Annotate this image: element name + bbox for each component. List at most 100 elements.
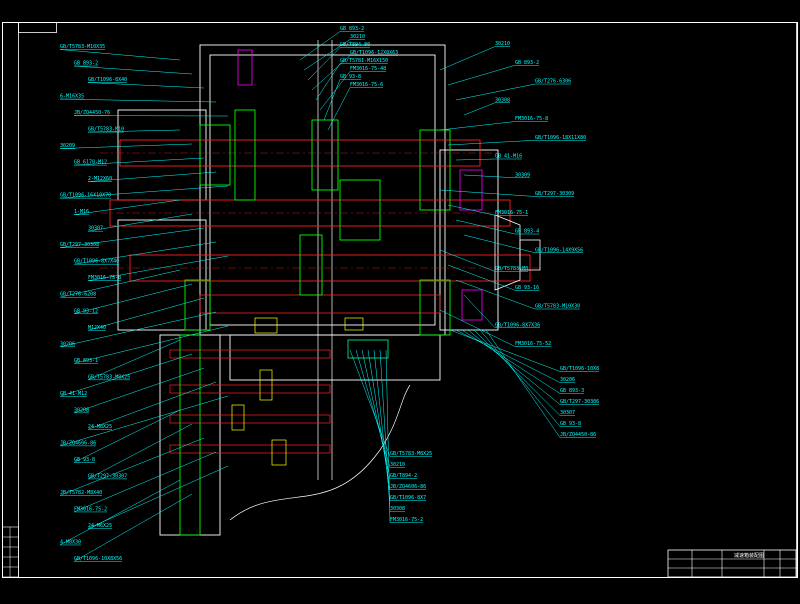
callout-label: GB 93-12 [74,308,98,314]
leader-line [88,83,204,88]
callout-label: 30307 [560,410,575,416]
callout-right-12: GB/T5783-M8 [440,250,528,272]
callout-label: GB 893-3 [560,388,584,394]
callout-label: GB/T297-30309 [535,191,574,197]
callout-label: FM3016-75-1 [495,210,528,216]
callout-label: FM3016-75-6 [350,82,383,88]
leader-line [448,205,495,215]
callout-label: 30308 [495,97,510,103]
leader-line [308,48,340,81]
callout-left-24: JB/ZQ4606-86 [60,396,228,446]
callout-label: GB/T276-6208 [60,292,96,298]
leader-line [448,65,515,85]
callout-label: 4-M8X30 [60,539,81,545]
callout-label: JB/ZQ4606-86 [60,440,96,446]
title-block: 减速箱装配图 [668,550,796,577]
leader-line [380,350,390,512]
callout-label: 1-M16 [74,209,89,215]
callout-left-16: GB 93-12 [74,284,192,314]
callout-label: GB/T1096-14X9X56 [535,247,583,253]
callout-bottom-9: GB/T894-2 [362,350,417,479]
callout-label: GB 93-8 [560,421,581,427]
callout-label: 2-M12X60 [88,176,112,182]
callout-right-4: FM3016-75-8 [440,116,548,130]
callout-label: GB/T297-30306 [560,399,599,405]
callout-label: GB 6170-M12 [74,160,107,166]
callout-label: GB 893-2 [340,26,364,32]
callout-left-11: 30307 [88,214,192,232]
leader-line [88,382,216,429]
callout-label: 30210 [390,462,405,468]
callout-left-0: GB/T5783-M10X35 [60,44,180,60]
callout-label: GB/T1096-16X10X70 [60,193,111,199]
callout-label: FM3016-75-48 [350,66,386,72]
leader-line [74,410,180,462]
callout-bottom-10: JB/ZQ4606-86 [368,350,426,490]
callout-left-26: GB/T297-30307 [88,424,192,479]
callout-left-15: GB/T276-6208 [60,270,180,298]
leader-line [448,140,535,145]
callout-label: GB/T1096-18X11X80 [535,135,586,141]
callout-right-15: GB/T1096-8X7X36 [464,295,540,328]
callout-left-1: GB 893-2 [74,61,192,74]
callout-label: FM3016-75-8 [88,275,121,281]
callout-left-25: GB 93-8 [74,410,180,463]
callout-left-6: 30209 [60,143,192,149]
callout-label: 30209 [60,143,75,149]
callout-right-2: GB/T276-6306 [456,79,571,101]
callout-right-3: 30308 [464,97,510,115]
callout-bottom-7: GB/T5783-M8X25 [350,350,432,457]
callout-left-4: JB/ZQ4450-76 [74,110,228,116]
leader-line [440,250,495,272]
callout-right-16: FM3016-75-52 [440,310,551,347]
callout-left-7: GB 6170-M12 [74,158,204,166]
callout-right-0: 30210 [440,41,510,70]
leader-line [440,190,535,197]
callout-label: GB 93-16 [515,285,539,291]
callout-label: GB 41-M16 [495,154,522,160]
callout-label: 30307 [88,226,103,232]
callout-label: 6-M16X35 [60,94,84,100]
leader-line [60,50,180,61]
gears [180,110,450,535]
callout-right-11: GB/T1096-14X9X56 [464,235,583,253]
leader-line [440,122,515,131]
callout-bottom-2: GB 893-3 [462,330,584,394]
callouts-top: GB 893-230210GB/T894-80GB/T1096-12X8X63G… [300,26,398,130]
callout-right-6: GB 41-M16 [456,154,522,161]
callout-label: GB/T1096-8X7 [390,495,426,501]
callout-label: GB/T297-30308 [60,242,99,248]
callout-label: JB/ZQ4606-86 [390,484,426,490]
callout-left-20: GB/T5783-M8X25 [88,340,180,380]
callout-label: GB 893-1 [74,358,98,364]
callout-label: FM3016-75-2 [74,506,107,512]
shafts [100,140,540,453]
callout-label: 30206 [560,377,575,383]
leader-line [456,159,495,160]
callout-left-17: M12X40 [88,298,204,331]
callout-left-2: GB/T1096-8X40 [88,77,204,88]
callout-label: GB/T1096-12X8X63 [350,50,398,56]
callout-label: JB/ZQ4450-76 [74,110,110,116]
title-block-name: 减速箱装配图 [734,552,764,559]
callout-label: GB/T5783-M8X25 [390,451,432,457]
callout-label: 30210 [495,41,510,47]
callout-label: GB/T5783-M8X25 [88,374,130,380]
leader-line [88,214,192,231]
callout-right-1: GB 893-2 [448,60,539,85]
leader-line [464,295,495,328]
leader-line [60,438,204,495]
callout-label: JB/T5782-M8X40 [60,490,102,496]
callout-label: M12X40 [88,325,106,331]
callout-label: GB/T5783-M10X30 [535,304,580,310]
callout-label: 30308 [390,506,405,512]
leader-line [464,235,535,253]
callout-label: 30206 [60,341,75,347]
leader-line [316,64,340,101]
callout-right-10: GB 893-4 [456,220,539,235]
callout-label: 30309 [515,172,530,178]
callout-label: GB/T5781-M16X150 [340,58,388,64]
callout-label: GB/T894-2 [390,473,417,479]
hatched-sections [232,50,482,465]
